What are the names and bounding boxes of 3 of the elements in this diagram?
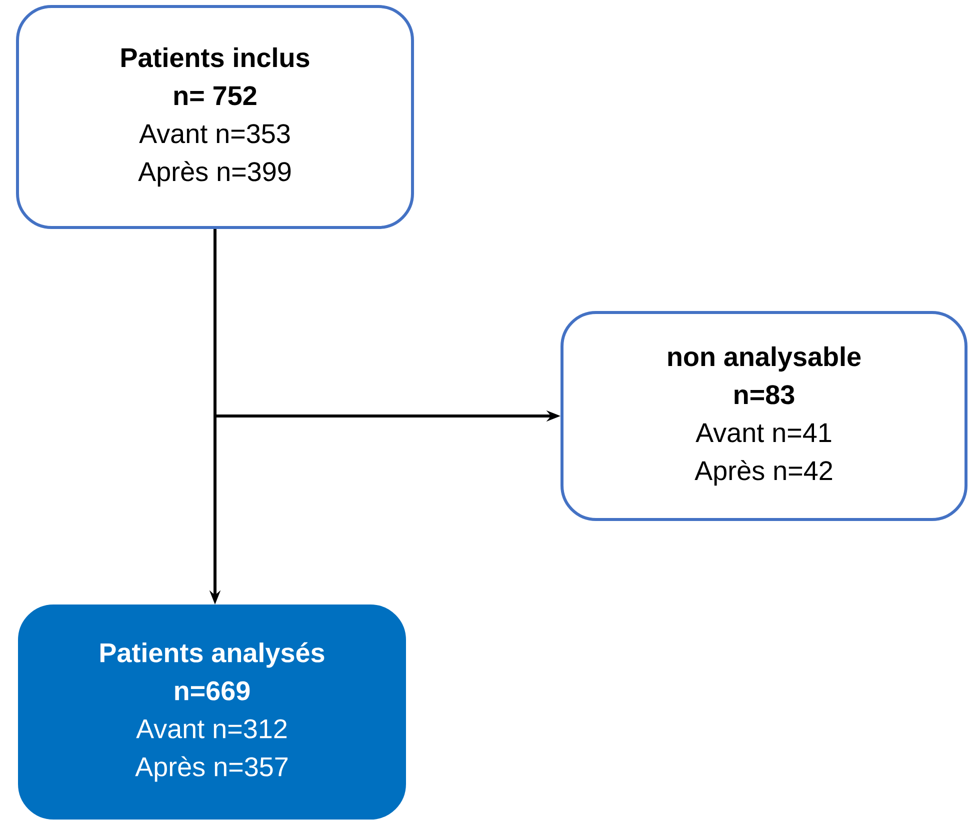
process-box: Patients analysés n=669 Avant n=312 Après n=357 (18, 604, 406, 820)
process-box: Patients inclus n= 752 Avant n=353 Après n=399 (16, 5, 414, 229)
process-box: non analysable n=83 Avant n=41 Après n=42 (560, 311, 968, 521)
